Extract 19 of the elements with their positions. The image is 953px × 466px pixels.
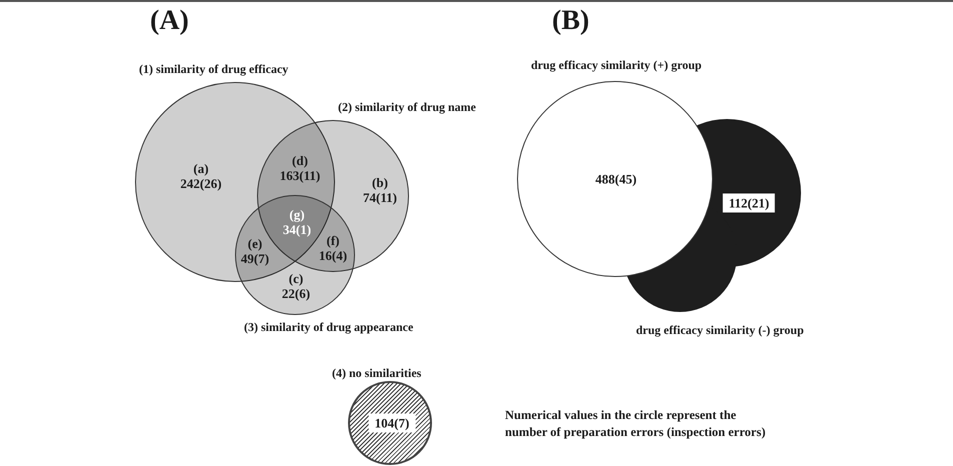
panel-label: (A) <box>150 6 189 36</box>
region-count: (c) 22(6) <box>282 271 310 301</box>
count-label: 488(45) <box>595 172 637 186</box>
set-label: drug efficacy similarity (-) group <box>636 323 804 337</box>
count-label: 112(21) <box>722 194 776 212</box>
region-count: (f) 16(4) <box>318 233 348 263</box>
note-text: Numerical values in the circle represent the number of preparation errors (inspection errors) <box>505 407 766 441</box>
set-label: (2) similarity of drug name <box>338 100 476 114</box>
panel-label: (B) <box>552 6 590 36</box>
region-count: (d) 163(11) <box>280 153 320 183</box>
count-label: 104(7) <box>368 414 416 432</box>
region-count: (e) 49(7) <box>240 236 270 266</box>
set-label: (4) no similarities <box>332 366 422 380</box>
region-count: (a) 242(26) <box>180 161 222 191</box>
region-count: (g) 34(1) <box>282 207 312 237</box>
region-count: (b) 74(11) <box>363 175 397 205</box>
set-label: (1) similarity of drug efficacy <box>139 62 288 76</box>
set-label: drug efficacy similarity (+) group <box>531 58 702 72</box>
set-label: (3) similarity of drug appearance <box>244 320 414 334</box>
